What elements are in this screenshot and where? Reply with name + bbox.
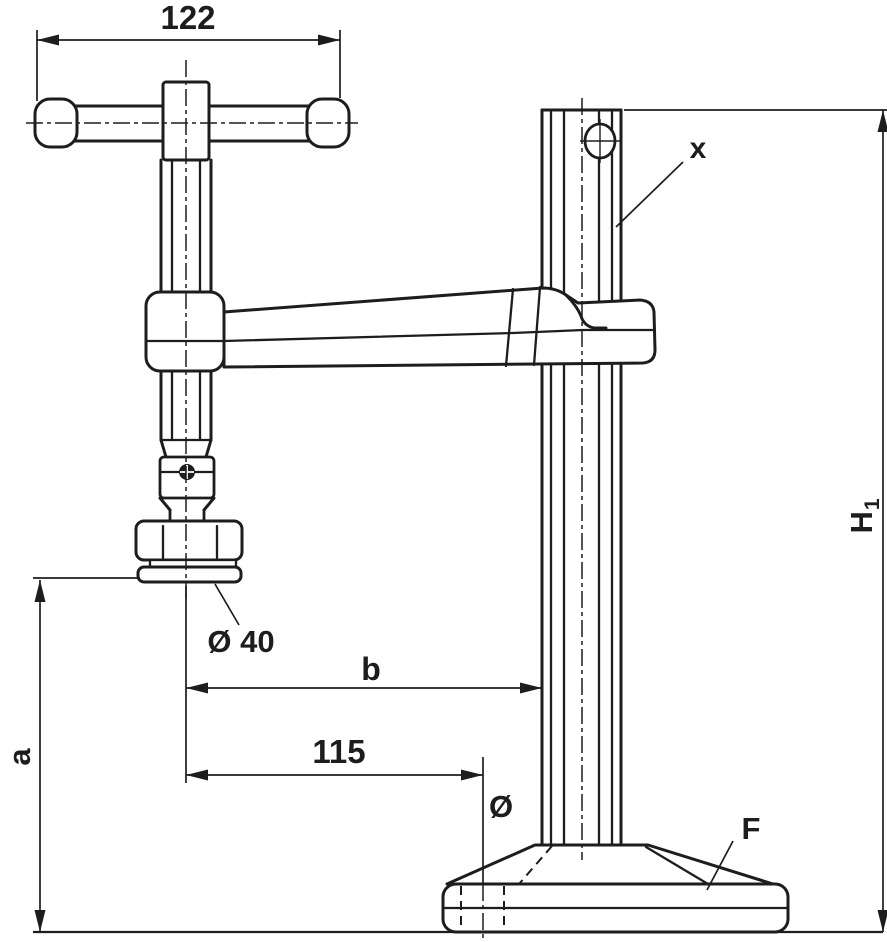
leader-column-ref [615, 161, 684, 228]
spindle-neck [168, 508, 206, 523]
dim-122-arrow-right [318, 34, 340, 46]
hex-nut-facets [161, 524, 219, 560]
label-pad-diameter: Ø 40 [207, 624, 274, 659]
base-gusset-edge [644, 845, 710, 886]
dimensions [33, 30, 887, 932]
dim-a-arrow-top [34, 580, 46, 602]
dim-115-arrow-left [186, 769, 208, 781]
labels: 122 Ø 40 b 115 a Ø x F H1 [2, 0, 884, 846]
dim-h1-arrow-bottom [877, 910, 887, 932]
spindle-thread-lines [170, 158, 202, 442]
base [33, 843, 883, 934]
dim-a [33, 577, 140, 932]
dim-h1 [624, 109, 887, 932]
base-cone-outline [445, 843, 775, 886]
dim-h1-arrow-top [877, 110, 887, 132]
clamp-pad [136, 565, 243, 584]
label-clearance-height: a [2, 748, 37, 766]
dim-b [185, 586, 542, 783]
swivel-pin [179, 464, 195, 480]
label-column-ref: x [690, 132, 707, 165]
spindle-lower-taper [158, 496, 216, 512]
dim-b-arrow-right [520, 682, 542, 694]
arm-collar [504, 285, 542, 368]
arm-midline [222, 328, 657, 343]
dim-115-arrow-right [461, 769, 483, 781]
arm-boss [144, 290, 226, 373]
leader-base-ref [706, 840, 734, 891]
dim-122 [36, 30, 341, 101]
hex-nut [134, 519, 244, 562]
dim-115 [186, 757, 484, 884]
label-total-height-sub: 1 [861, 498, 884, 510]
dim-122-extensions [36, 30, 341, 101]
spindle-outer-lines [159, 158, 213, 442]
column-hole [580, 119, 621, 163]
dim-b-arrow-left [186, 682, 208, 694]
label-total-height-main: H [844, 511, 879, 533]
t-handle [33, 80, 351, 162]
label-handle-width: 122 [160, 0, 215, 36]
dim-122-arrow-left [37, 34, 59, 46]
arm-shoulder-curve [564, 293, 608, 330]
label-base-hole-diameter: Ø [489, 789, 513, 824]
leader-pad-diameter [214, 583, 240, 626]
spindle-cone [159, 438, 213, 459]
swivel-pin-cross [180, 465, 194, 479]
label-reach: b [361, 651, 381, 687]
centerlines [26, 60, 583, 941]
label-base-ref: F [742, 811, 761, 846]
base-hidden-edge [518, 845, 553, 885]
spindle [134, 158, 244, 584]
arm [144, 285, 657, 373]
label-base-hole-offset: 115 [312, 733, 365, 770]
label-total-height: H1 [844, 498, 884, 533]
dim-a-arrow-bottom [34, 910, 46, 932]
column [540, 108, 623, 847]
arm-body [222, 286, 657, 369]
